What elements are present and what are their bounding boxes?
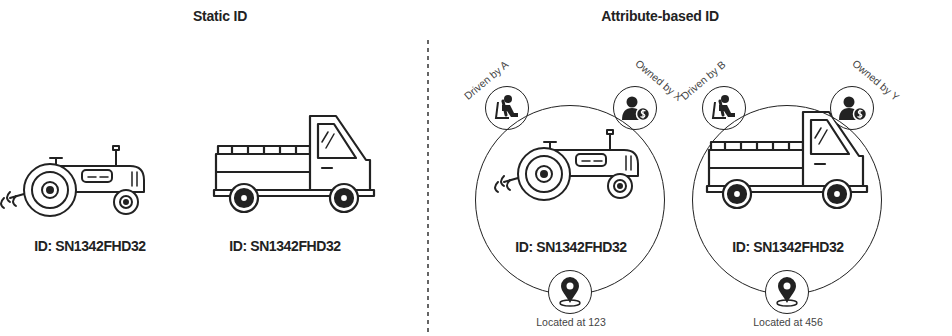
- attribute-label: Driven by B: [678, 58, 727, 102]
- section-heading: Static ID: [193, 8, 247, 24]
- id-label: ID: SN1342FHD32: [229, 238, 341, 254]
- attribute-label: Owned by X: [633, 57, 685, 103]
- driver-icon: [713, 95, 735, 118]
- id-label: ID: SN1342FHD32: [732, 239, 844, 255]
- attribute-label: Owned by Y: [850, 57, 901, 103]
- truck-illustration: [214, 116, 374, 212]
- tractor-illustration: [495, 130, 638, 200]
- location-icon: [560, 277, 580, 306]
- id-label: ID: SN1342FHD32: [34, 238, 146, 254]
- tractor-illustration: [1, 146, 144, 216]
- id-label: ID: SN1342FHD32: [515, 239, 627, 255]
- owner-icon: [839, 97, 867, 121]
- location-icon: [777, 277, 797, 306]
- attribute-icon-circle: Located at 123: [548, 270, 592, 314]
- attribute-icon-circle: Owned by Y: [830, 86, 874, 130]
- driver-icon: [496, 95, 518, 118]
- attribute-icon-circle: Located at 456: [765, 270, 809, 314]
- attribute-label: Located at 123: [536, 316, 605, 328]
- divider-line: [427, 40, 429, 336]
- owner-icon: [622, 97, 650, 121]
- attribute-label: Driven by A: [462, 58, 511, 102]
- attribute-icon-circle: Owned by X: [613, 86, 657, 130]
- attribute-label: Located at 456: [753, 316, 822, 328]
- attribute-circle: ID: SN1342FHD32: [475, 105, 665, 295]
- section-heading: Attribute-based ID: [601, 8, 719, 24]
- attribute-icon-circle: Driven by B: [702, 86, 746, 130]
- attribute-icon-circle: Driven by A: [485, 86, 529, 130]
- attribute-circle: ID: SN1342FHD32: [692, 105, 882, 295]
